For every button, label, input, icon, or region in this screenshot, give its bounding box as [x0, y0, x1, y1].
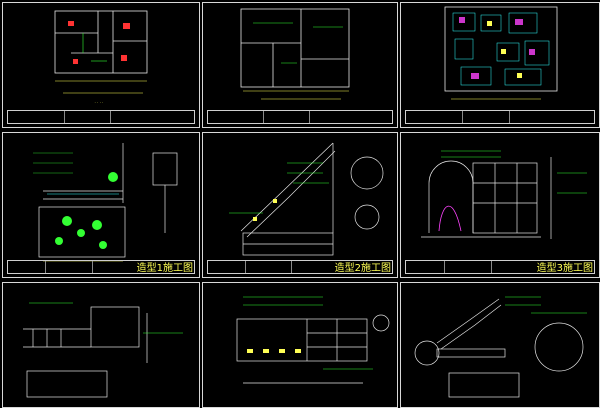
feature-5-drawing	[236, 296, 390, 384]
feature-2-drawing	[229, 142, 384, 256]
sheet-feature-1[interactable]: 造型1施工图	[2, 132, 200, 278]
feature-3-drawing	[421, 150, 587, 239]
title-block	[7, 260, 195, 274]
sheet-feature-5[interactable]	[202, 282, 398, 408]
sheet-feature-2[interactable]: 造型2施工图	[202, 132, 398, 278]
floor-plan-2-drawing	[240, 8, 350, 100]
floor-plan-3-drawing	[444, 6, 558, 100]
sheet-floor-plan-2[interactable]	[202, 2, 398, 128]
sheet-title: 造型1施工图	[136, 263, 193, 274]
sheet-title: 造型3施工图	[536, 263, 593, 274]
feature-4-drawing	[23, 302, 183, 398]
sheet-floor-plan-1[interactable]: . . . .	[2, 2, 200, 128]
sheet-feature-3[interactable]: 造型3施工图	[400, 132, 600, 278]
sheet-feature-6[interactable]	[400, 282, 600, 408]
feature-6-drawing	[414, 296, 587, 398]
title-block	[405, 260, 595, 274]
title-block	[207, 260, 393, 274]
svg-text:. . . .: . . . .	[95, 99, 104, 104]
sheet-floor-plan-3[interactable]	[400, 2, 600, 128]
sheet-feature-4[interactable]	[2, 282, 200, 408]
feature-1-drawing	[33, 143, 178, 262]
title-block	[405, 110, 595, 124]
title-block	[7, 110, 195, 124]
title-block	[207, 110, 393, 124]
floor-plan-1-drawing: . . . .	[54, 10, 148, 104]
sheet-title: 造型2施工图	[334, 263, 391, 274]
